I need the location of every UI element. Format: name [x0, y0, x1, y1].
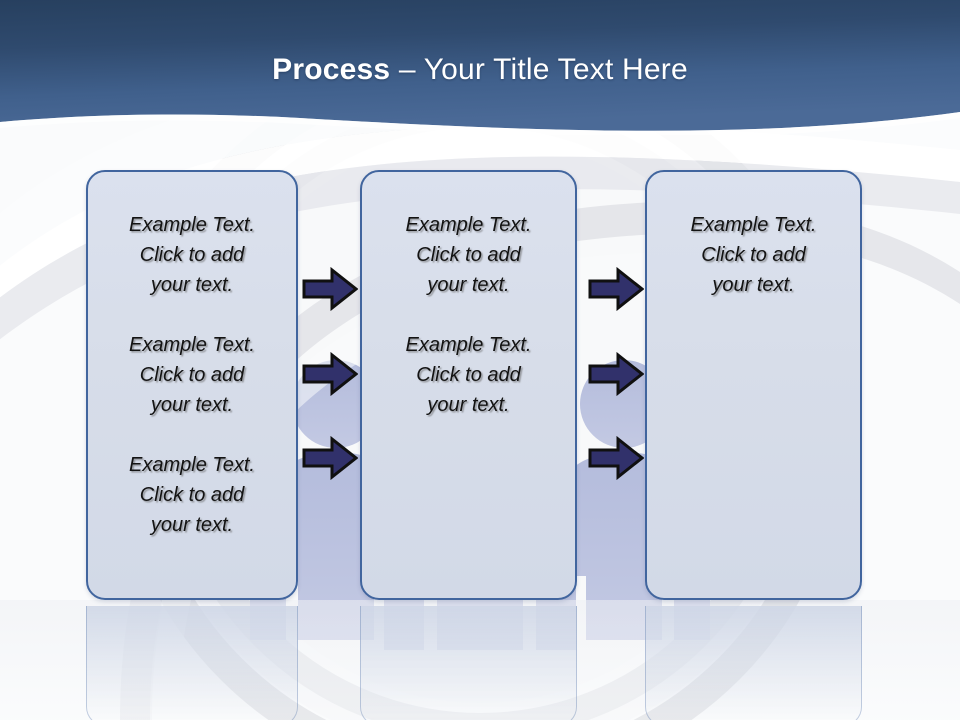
- process-text-block[interactable]: Example Text. Click to add your text.: [405, 334, 532, 416]
- process-text-block[interactable]: Example Text. Click to add your text.: [129, 454, 255, 536]
- right-arrow-icon[interactable]: [302, 352, 358, 396]
- right-arrow-icon[interactable]: [588, 267, 644, 311]
- process-text-block[interactable]: Example Text. Click to add your text.: [690, 214, 817, 296]
- header-banner: [0, 0, 960, 135]
- process-text-block[interactable]: Example Text. Click to add your text.: [129, 334, 255, 416]
- page-title-rest: – Your Title Text Here: [390, 53, 688, 86]
- process-box-3[interactable]: Example Text. Click to add your text.: [645, 170, 862, 600]
- process-text-block[interactable]: Example Text. Click to add your text.: [129, 214, 255, 296]
- process-text-block[interactable]: Example Text. Click to add your text.: [405, 214, 532, 296]
- right-arrow-icon[interactable]: [588, 352, 644, 396]
- right-arrow-icon[interactable]: [588, 436, 644, 480]
- process-box-2[interactable]: Example Text. Click to add your text. Ex…: [360, 170, 577, 600]
- process-box-1[interactable]: Example Text. Click to add your text. Ex…: [86, 170, 298, 600]
- right-arrow-icon[interactable]: [302, 267, 358, 311]
- page-title: Process – Your Title Text Here: [0, 53, 960, 87]
- page-title-strong: Process: [272, 53, 391, 86]
- right-arrow-icon[interactable]: [302, 436, 358, 480]
